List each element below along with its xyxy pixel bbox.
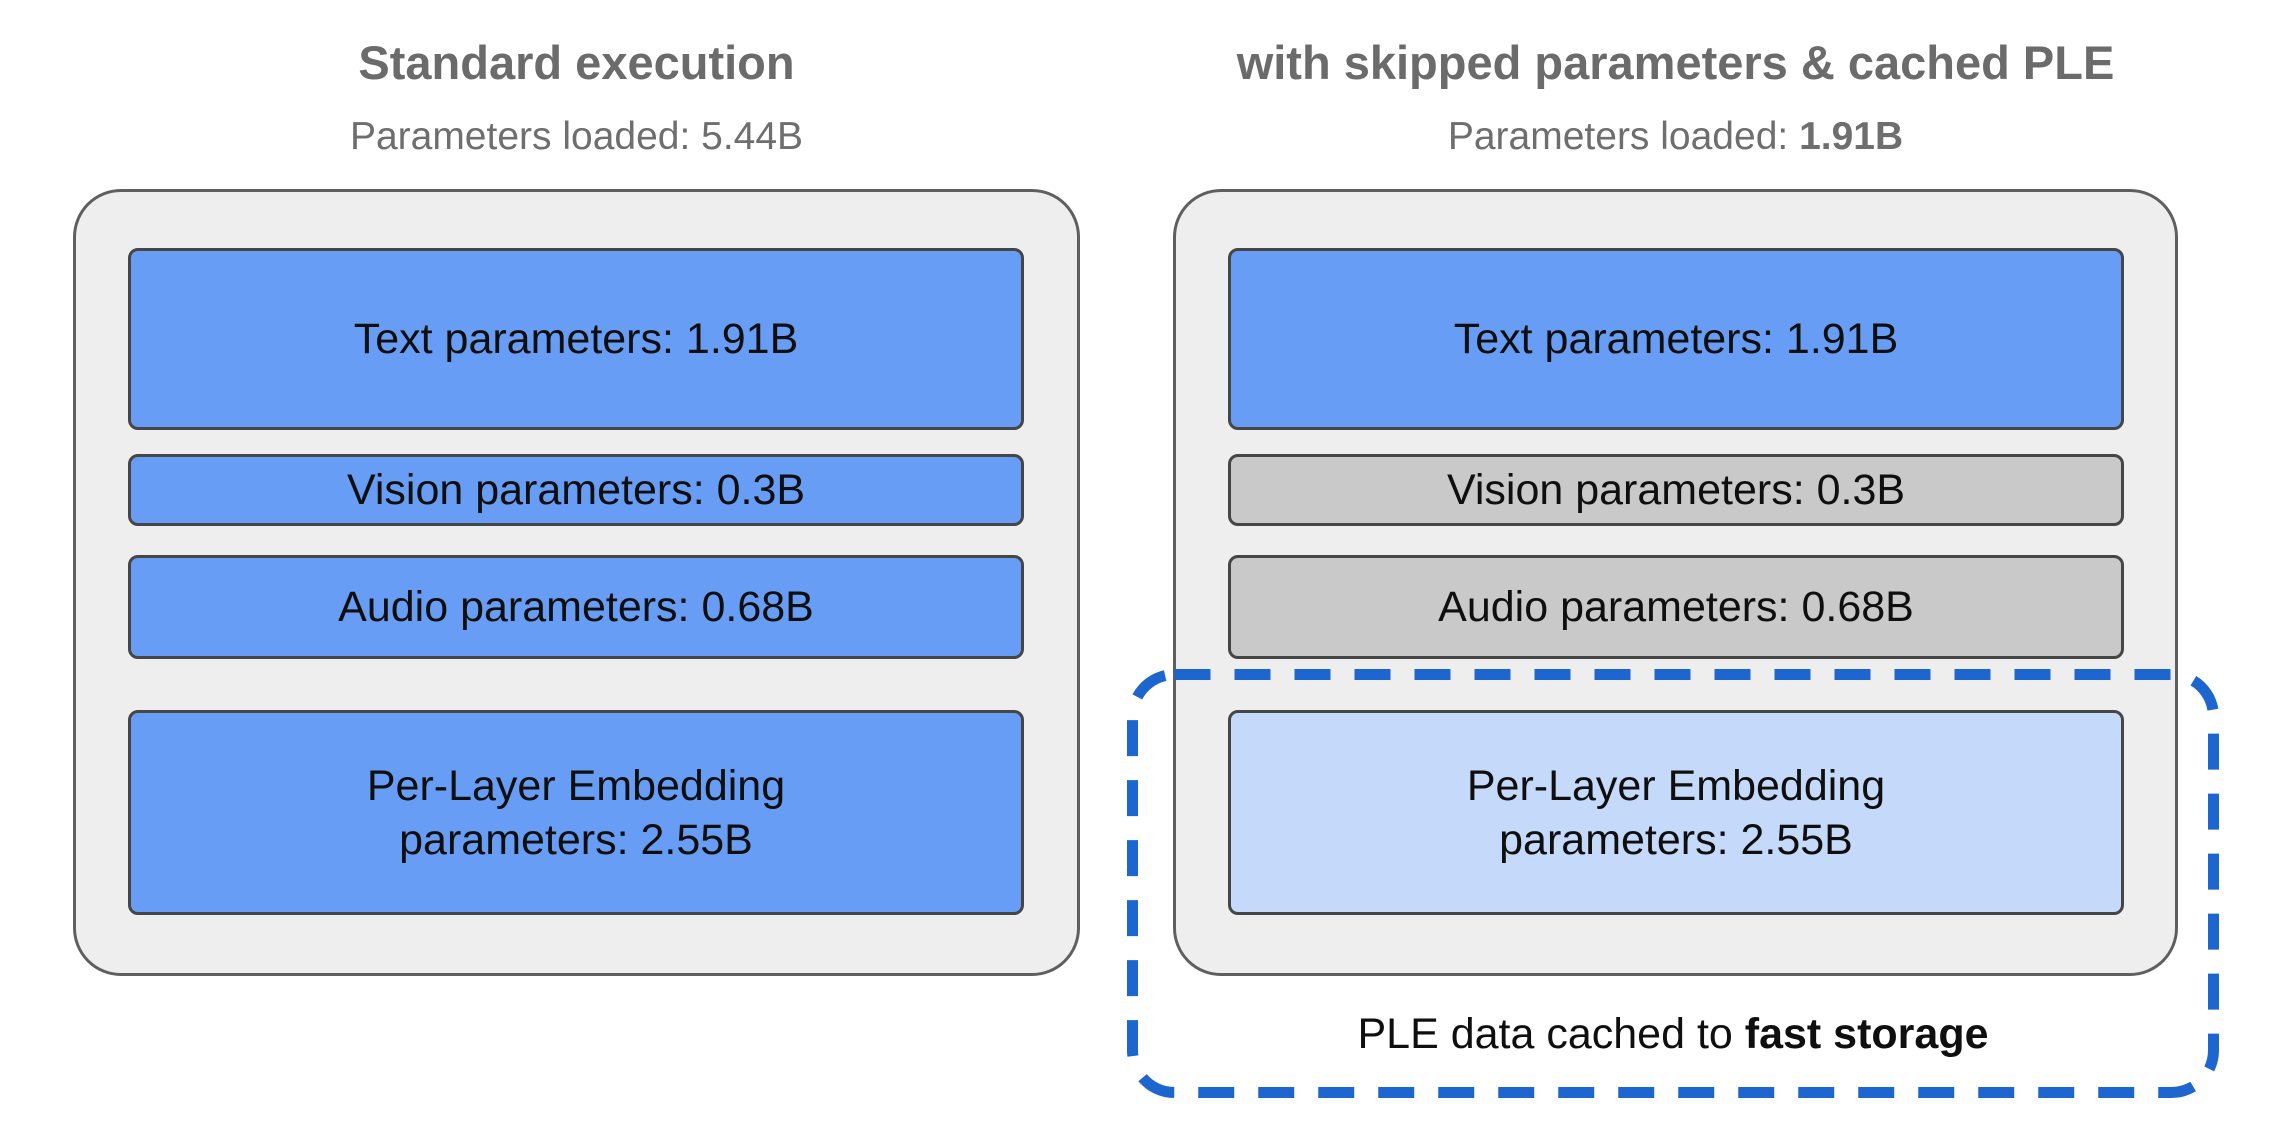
ple-cache-caption-bold: fast storage xyxy=(1744,1010,1989,1058)
ple-params-label-line2-standard: parameters: 2.55B xyxy=(399,815,753,864)
standard-params-loaded-prefix: Parameters loaded: xyxy=(349,115,702,158)
standard-execution-title: Standard execution xyxy=(358,36,795,89)
ple-params-box-cached: Per-Layer Embedding parameters: 2.55B xyxy=(1228,710,2124,915)
audio-params-box-skipped: Audio parameters: 0.68B xyxy=(1228,555,2124,659)
panel-standard-execution: Text parameters: 1.91B Vision parameters… xyxy=(73,189,1080,976)
ple-cache-caption-prefix: PLE data cached to xyxy=(1357,1010,1745,1058)
text-params-label-standard: Text parameters: 1.91B xyxy=(353,315,799,363)
skipped-params-loaded-subtitle: Parameters loaded: 1.91B xyxy=(1173,110,2178,164)
standard-params-loaded-value: 5.44B xyxy=(701,115,804,158)
panel-skipped-cached: Text parameters: 1.91B Vision parameters… xyxy=(1173,189,2178,976)
ple-params-label-line1-standard: Per-Layer Embedding xyxy=(366,761,786,810)
standard-params-loaded-subtitle: Parameters loaded: 5.44B xyxy=(73,110,1080,164)
ple-params-box-standard: Per-Layer Embedding parameters: 2.55B xyxy=(128,710,1024,915)
text-params-box-standard: Text parameters: 1.91B xyxy=(128,248,1024,430)
audio-params-box-standard: Audio parameters: 0.68B xyxy=(128,555,1024,659)
skipped-params-loaded-prefix: Parameters loaded: xyxy=(1447,115,1800,158)
ple-params-label-line1-cached: Per-Layer Embedding xyxy=(1466,761,1886,810)
vision-params-label-standard: Vision parameters: 0.3B xyxy=(346,466,806,514)
audio-params-label-skipped: Audio parameters: 0.68B xyxy=(1438,583,1914,631)
vision-params-box-skipped: Vision parameters: 0.3B xyxy=(1228,454,2124,526)
skipped-cached-title: with skipped parameters & cached PLE xyxy=(1236,36,2115,89)
ple-cache-caption: PLE data cached to fast storage xyxy=(1133,1008,2213,1060)
vision-params-box-standard: Vision parameters: 0.3B xyxy=(128,454,1024,526)
text-params-label-skipped: Text parameters: 1.91B xyxy=(1453,315,1899,363)
ple-params-label-line2-cached: parameters: 2.55B xyxy=(1499,815,1853,864)
audio-params-label-standard: Audio parameters: 0.68B xyxy=(338,583,814,631)
vision-params-label-skipped: Vision parameters: 0.3B xyxy=(1446,466,1906,514)
text-params-box-skipped: Text parameters: 1.91B xyxy=(1228,248,2124,430)
skipped-params-loaded-value: 1.91B xyxy=(1799,115,1904,158)
